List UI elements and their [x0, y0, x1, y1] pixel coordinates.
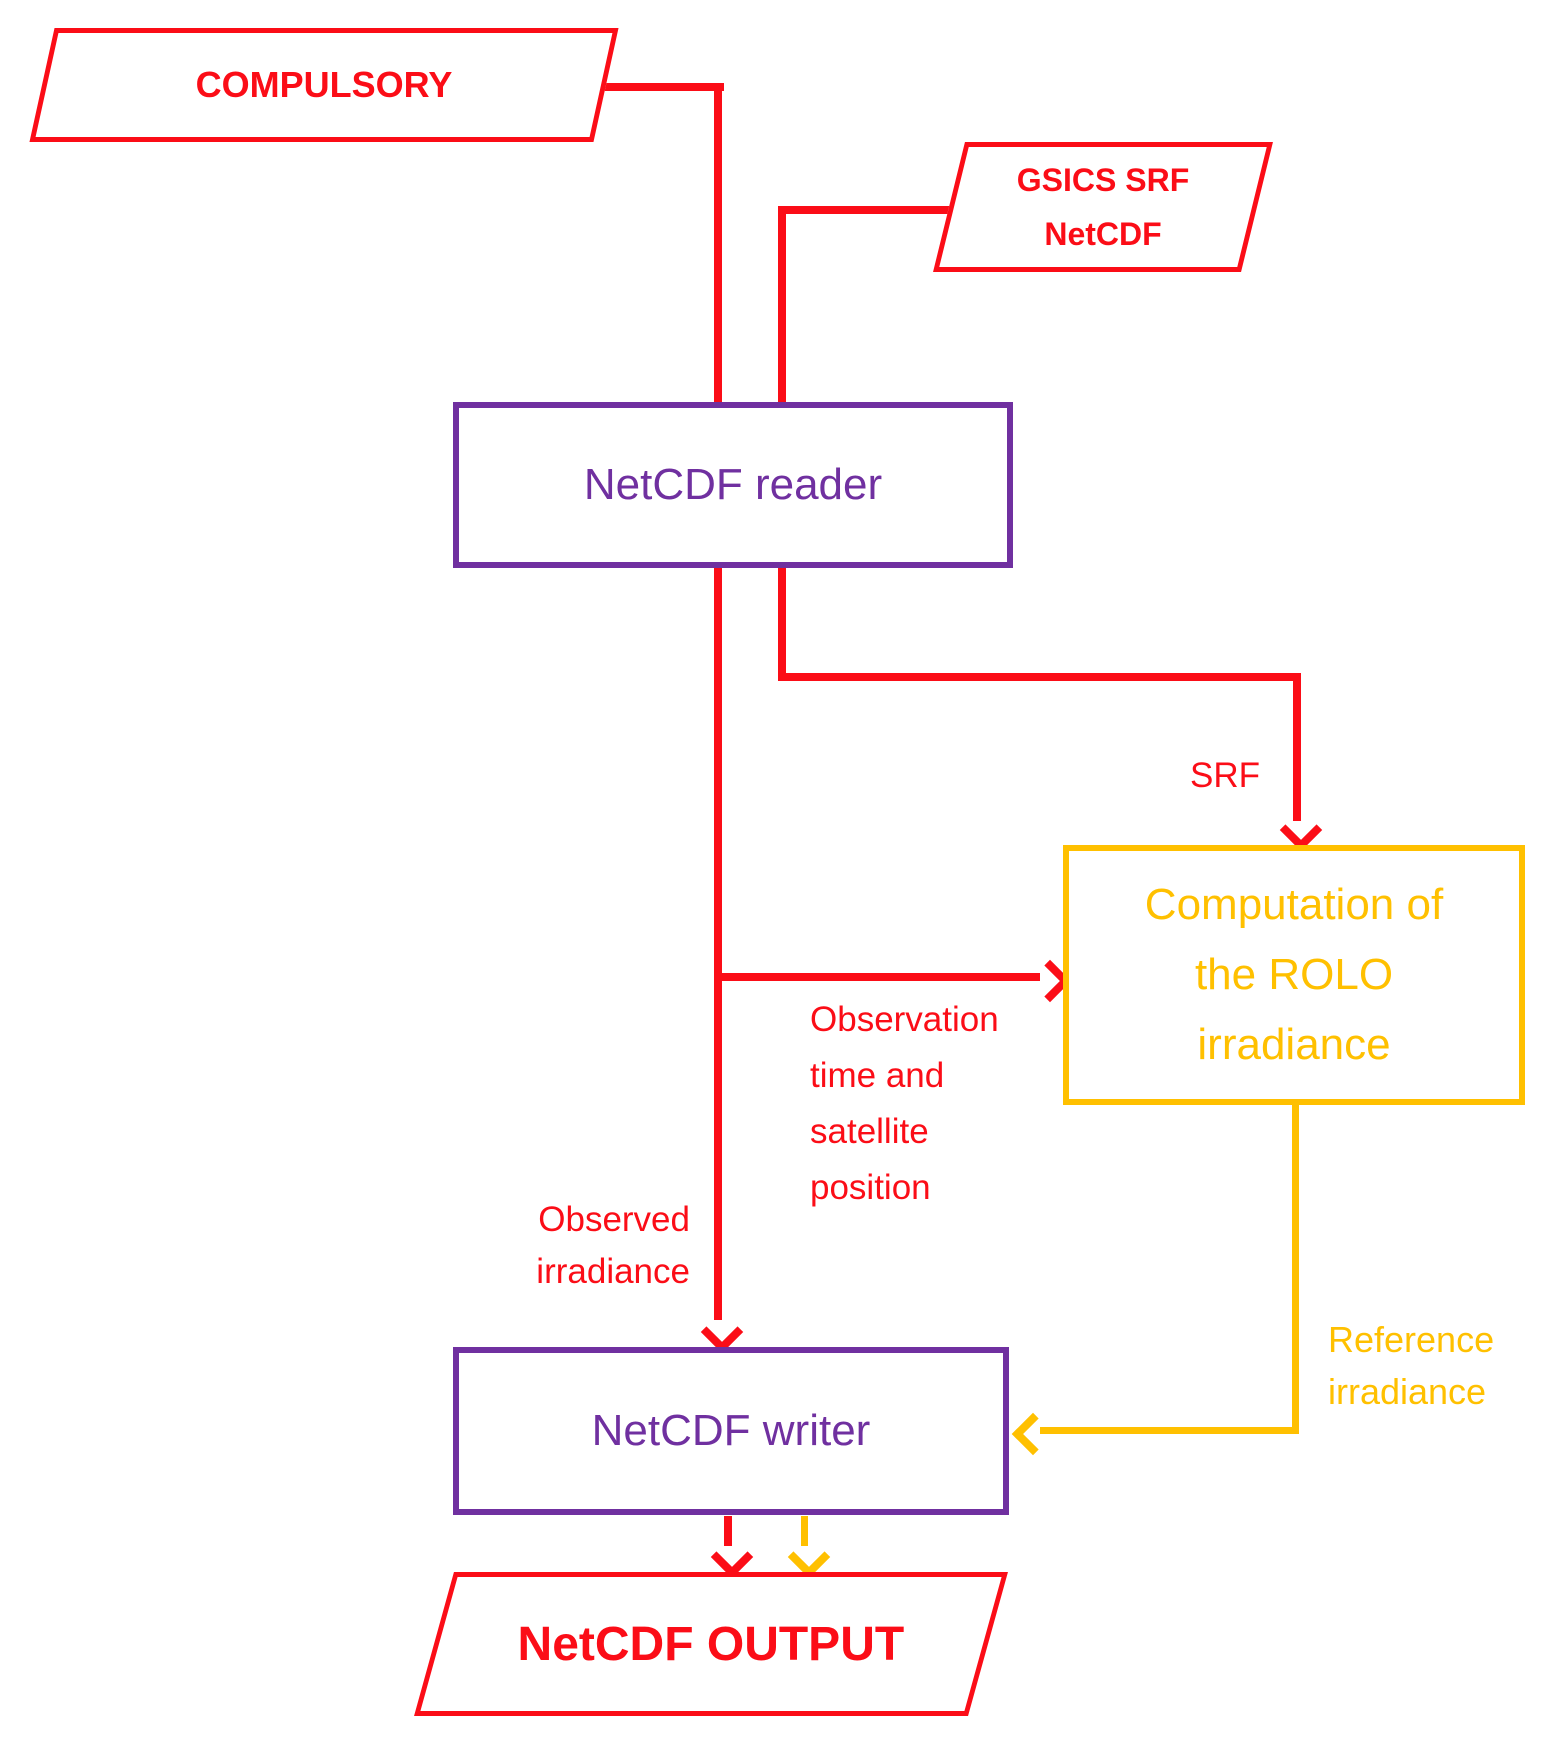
edge-label-observed-line2: irradiance — [536, 1252, 690, 1291]
edge-reader-to-writer — [714, 568, 722, 1320]
node-gsics-srf-netcdf: GSICS SRF NetCDF — [933, 142, 1273, 272]
edge-label-observed: Observed irradiance — [430, 1194, 690, 1298]
node-netcdf-writer: NetCDF writer — [453, 1347, 1009, 1515]
edge-gsics-vertical — [778, 206, 786, 402]
edge-label-observation-line1: Observation — [810, 1000, 999, 1039]
edge-label-observation-line3: satellite — [810, 1112, 929, 1151]
node-rolo-label-line3: irradiance — [1197, 1020, 1391, 1069]
edge-label-reference: Reference irradiance — [1328, 1314, 1494, 1418]
node-gsics-label-line2: NetCDF — [1044, 216, 1162, 252]
edge-reference-vertical — [1292, 1105, 1299, 1434]
edge-reference-horizontal — [1040, 1427, 1299, 1434]
edge-writer-to-output-gold — [801, 1516, 808, 1546]
node-netcdf-output-label: NetCDF OUTPUT — [517, 1617, 905, 1671]
edge-srf-stub — [778, 568, 786, 681]
node-netcdf-reader: NetCDF reader — [453, 402, 1013, 568]
edge-compulsory-vertical — [714, 83, 722, 402]
node-netcdf-reader-label: NetCDF reader — [583, 460, 883, 509]
node-rolo-label-line1: Computation of — [1144, 880, 1444, 929]
edge-compulsory-horizontal — [590, 83, 724, 91]
node-compulsory-label: COMPULSORY — [195, 64, 453, 105]
edge-gsics-horizontal — [786, 206, 956, 214]
arrowhead-reference-into-writer — [1011, 1412, 1055, 1456]
edge-srf-vertical — [1293, 673, 1301, 821]
node-rolo-label-line2: the ROLO — [1194, 950, 1394, 999]
node-netcdf-output: NetCDF OUTPUT — [414, 1572, 1008, 1716]
node-compulsory: COMPULSORY — [29, 28, 619, 142]
edge-label-observed-line1: Observed — [538, 1200, 690, 1239]
edge-observation-horizontal — [714, 973, 1040, 981]
edge-label-reference-line2: irradiance — [1328, 1371, 1487, 1412]
node-gsics-label-line1: GSICS SRF — [1016, 162, 1190, 198]
edge-label-observation-line4: position — [810, 1168, 931, 1207]
node-netcdf-writer-label: NetCDF writer — [591, 1406, 871, 1455]
edge-label-reference-line1: Reference — [1328, 1319, 1495, 1360]
edge-label-observation-line2: time and — [810, 1056, 945, 1095]
node-rolo-computation: Computation of the ROLO irradiance — [1063, 845, 1525, 1105]
edge-label-observation: Observation time and satellite position — [810, 992, 999, 1216]
edge-srf-horizontal — [778, 673, 1301, 681]
edge-label-srf: SRF — [1190, 756, 1260, 795]
edge-writer-to-output-red — [724, 1516, 732, 1546]
